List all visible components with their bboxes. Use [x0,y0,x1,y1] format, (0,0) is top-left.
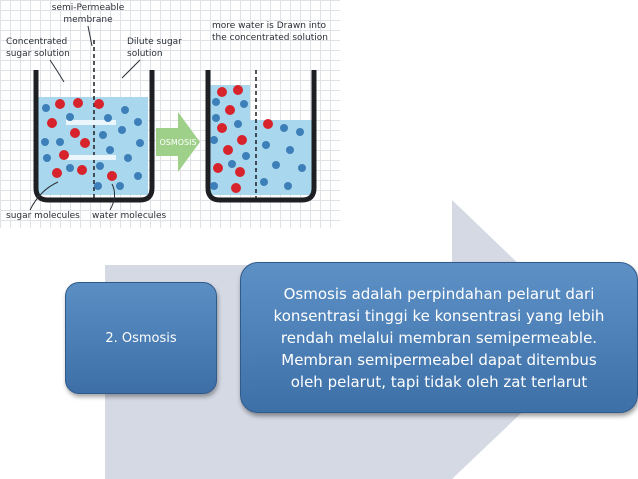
label-result-line2: the concentrated solution [212,33,328,43]
left-solution [38,97,148,195]
osmosis-arrow-label: OSMOSIS [159,138,196,147]
title-text: 2. Osmosis [105,331,176,346]
label-concentrated-line2: sugar solution [6,49,70,59]
left-beaker [36,40,152,200]
label-result-line1: more water is Drawn into [212,21,327,31]
description-line: rendah melalui membran semipermeable. [274,327,605,349]
description-line: Membran semipermeabel dapat ditembus [274,349,605,371]
description-box: Osmosis adalah perpindahan pelarut dari … [240,262,638,413]
description-line: Osmosis adalah perpindahan pelarut dari [274,283,605,305]
label-concentrated-line1: Concentrated [6,37,67,47]
label-membrane-line2: membrane [63,15,113,25]
right-beaker [208,70,314,200]
description-line: oleh pelarut, tapi tidak oleh zat terlar… [274,371,605,393]
osmosis-illustration: OSMOSIS semi-Per [0,0,340,228]
label-dilute-line1: Dilute sugar [127,37,182,47]
label-water-molecules: water molecules [92,211,167,221]
title-box: 2. Osmosis [65,282,217,394]
flow-arrow-bottom [66,155,116,160]
label-membrane-line1: semi-Permeable [52,3,125,13]
description-line: konsentrasi tinggi ke konsentrasi yang l… [274,305,605,327]
description-text: Osmosis adalah perpindahan pelarut dari … [274,283,605,393]
label-sugar-molecules: sugar molecules [6,211,80,221]
label-dilute-line2: solution [127,49,163,59]
osmosis-arrow: OSMOSIS [156,112,200,172]
